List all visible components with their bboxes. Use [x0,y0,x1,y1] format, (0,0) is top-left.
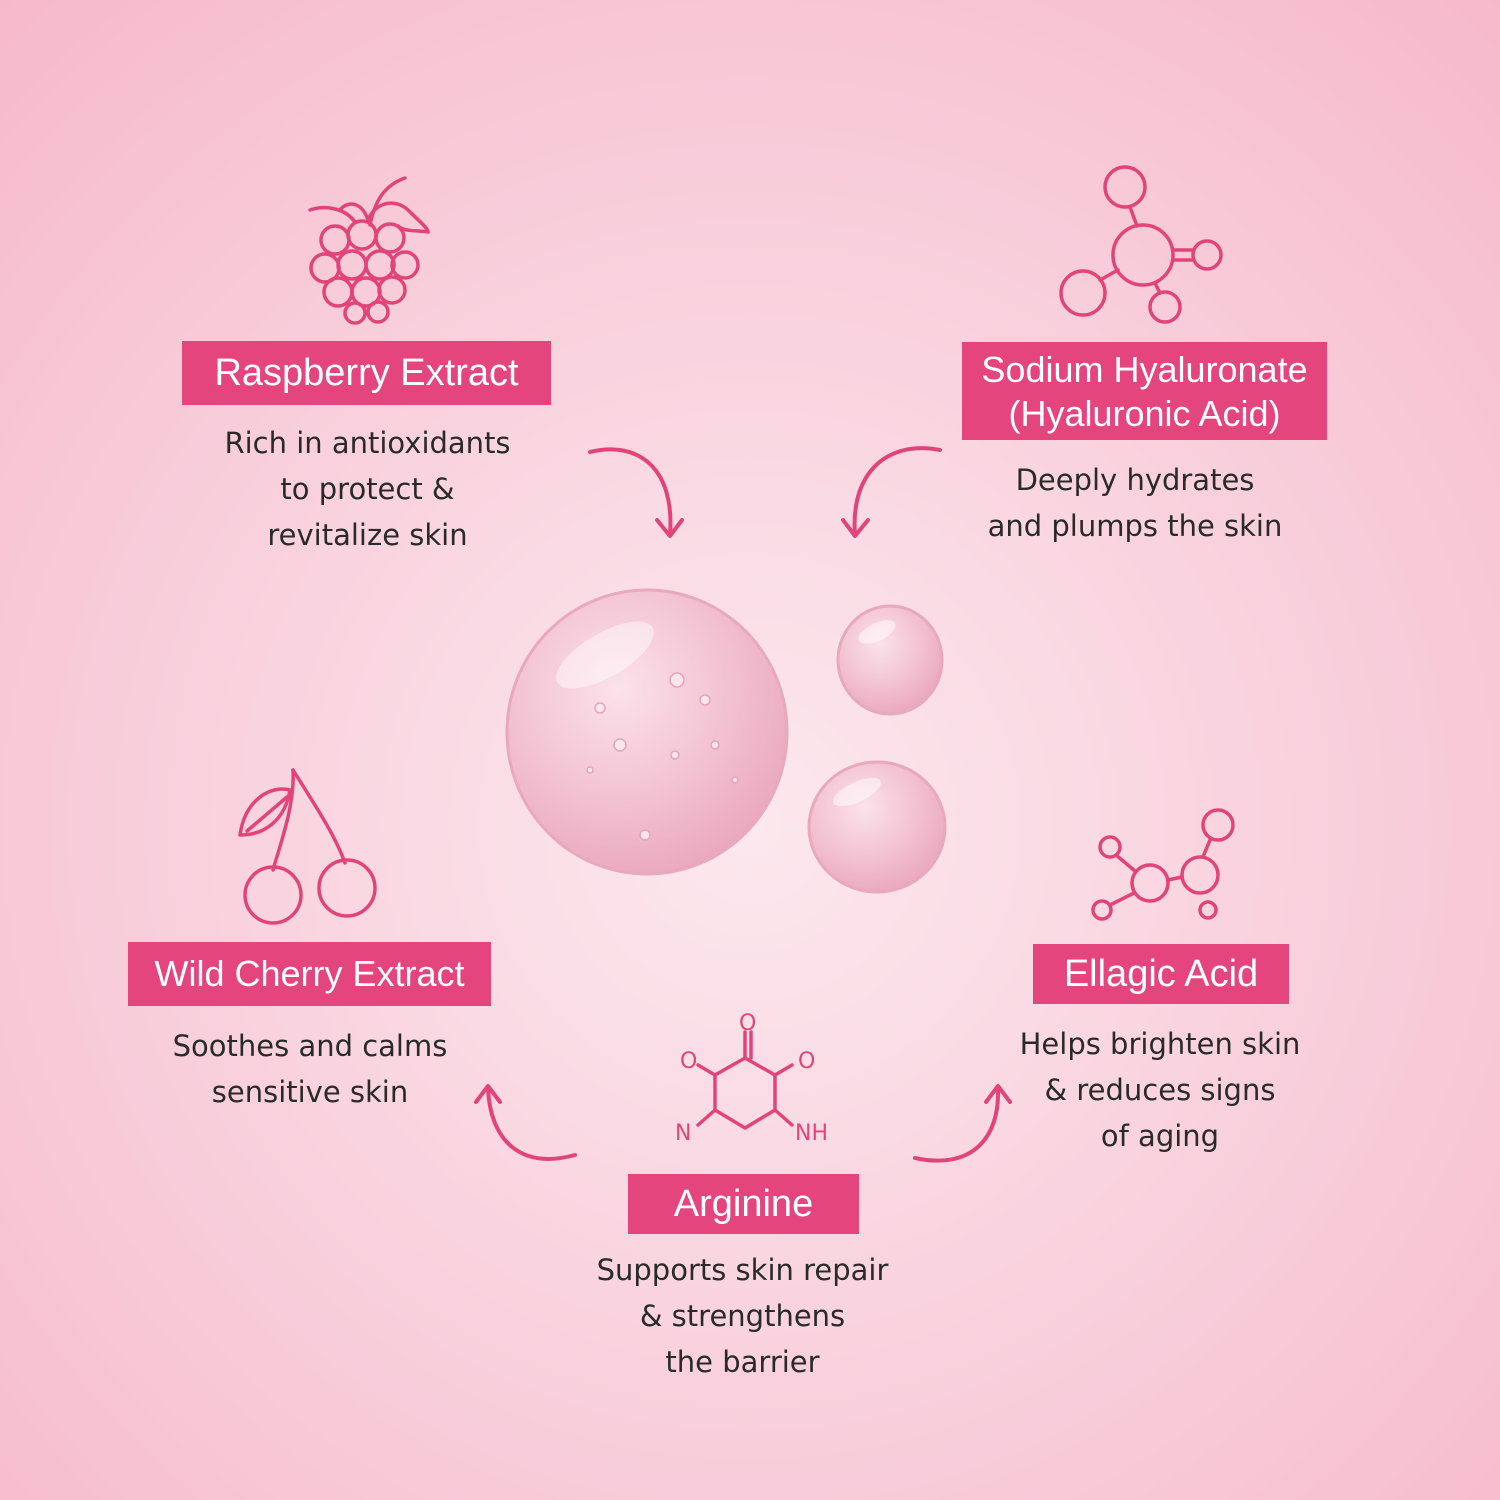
svg-text:O: O [739,1011,756,1036]
raspberry-description: Rich in antioxidants to protect & revita… [224,426,511,552]
svg-text:NH: NH [795,1121,828,1146]
arrow-icon [474,1084,577,1161]
ellagic-title: Ellagic Acid [1033,944,1289,1004]
molecule-icon [1059,165,1223,324]
arrow-icon [841,446,942,538]
cherry-title: Wild Cherry Extract [128,942,491,1006]
arginine-description: Supports skin repair & strengthens the b… [596,1253,889,1379]
cherry-icon [238,768,377,925]
svg-text:O: O [798,1049,815,1074]
svg-text:N: N [675,1121,691,1146]
cherry-description: Soothes and calms sensitive skin [172,1029,448,1109]
hyaluronic-description: Deeply hydrates and plumps the skin [987,463,1283,543]
raspberry-icon [308,176,430,325]
arrow-icon [588,447,684,538]
raspberry-title: Raspberry Extract [182,341,551,405]
arginine-title: Arginine [628,1174,859,1234]
molecule-icon [1091,808,1235,921]
serum-drops-illustration [505,588,947,894]
chemical-structure-icon: O O O N NH [675,1011,828,1146]
svg-text:O: O [680,1049,697,1074]
arrow-icon [913,1084,1012,1163]
hyaluronic-title: Sodium Hyaluronate (Hyaluronic Acid) [962,342,1327,440]
ellagic-description: Helps brighten skin & reduces signs of a… [1019,1027,1301,1153]
